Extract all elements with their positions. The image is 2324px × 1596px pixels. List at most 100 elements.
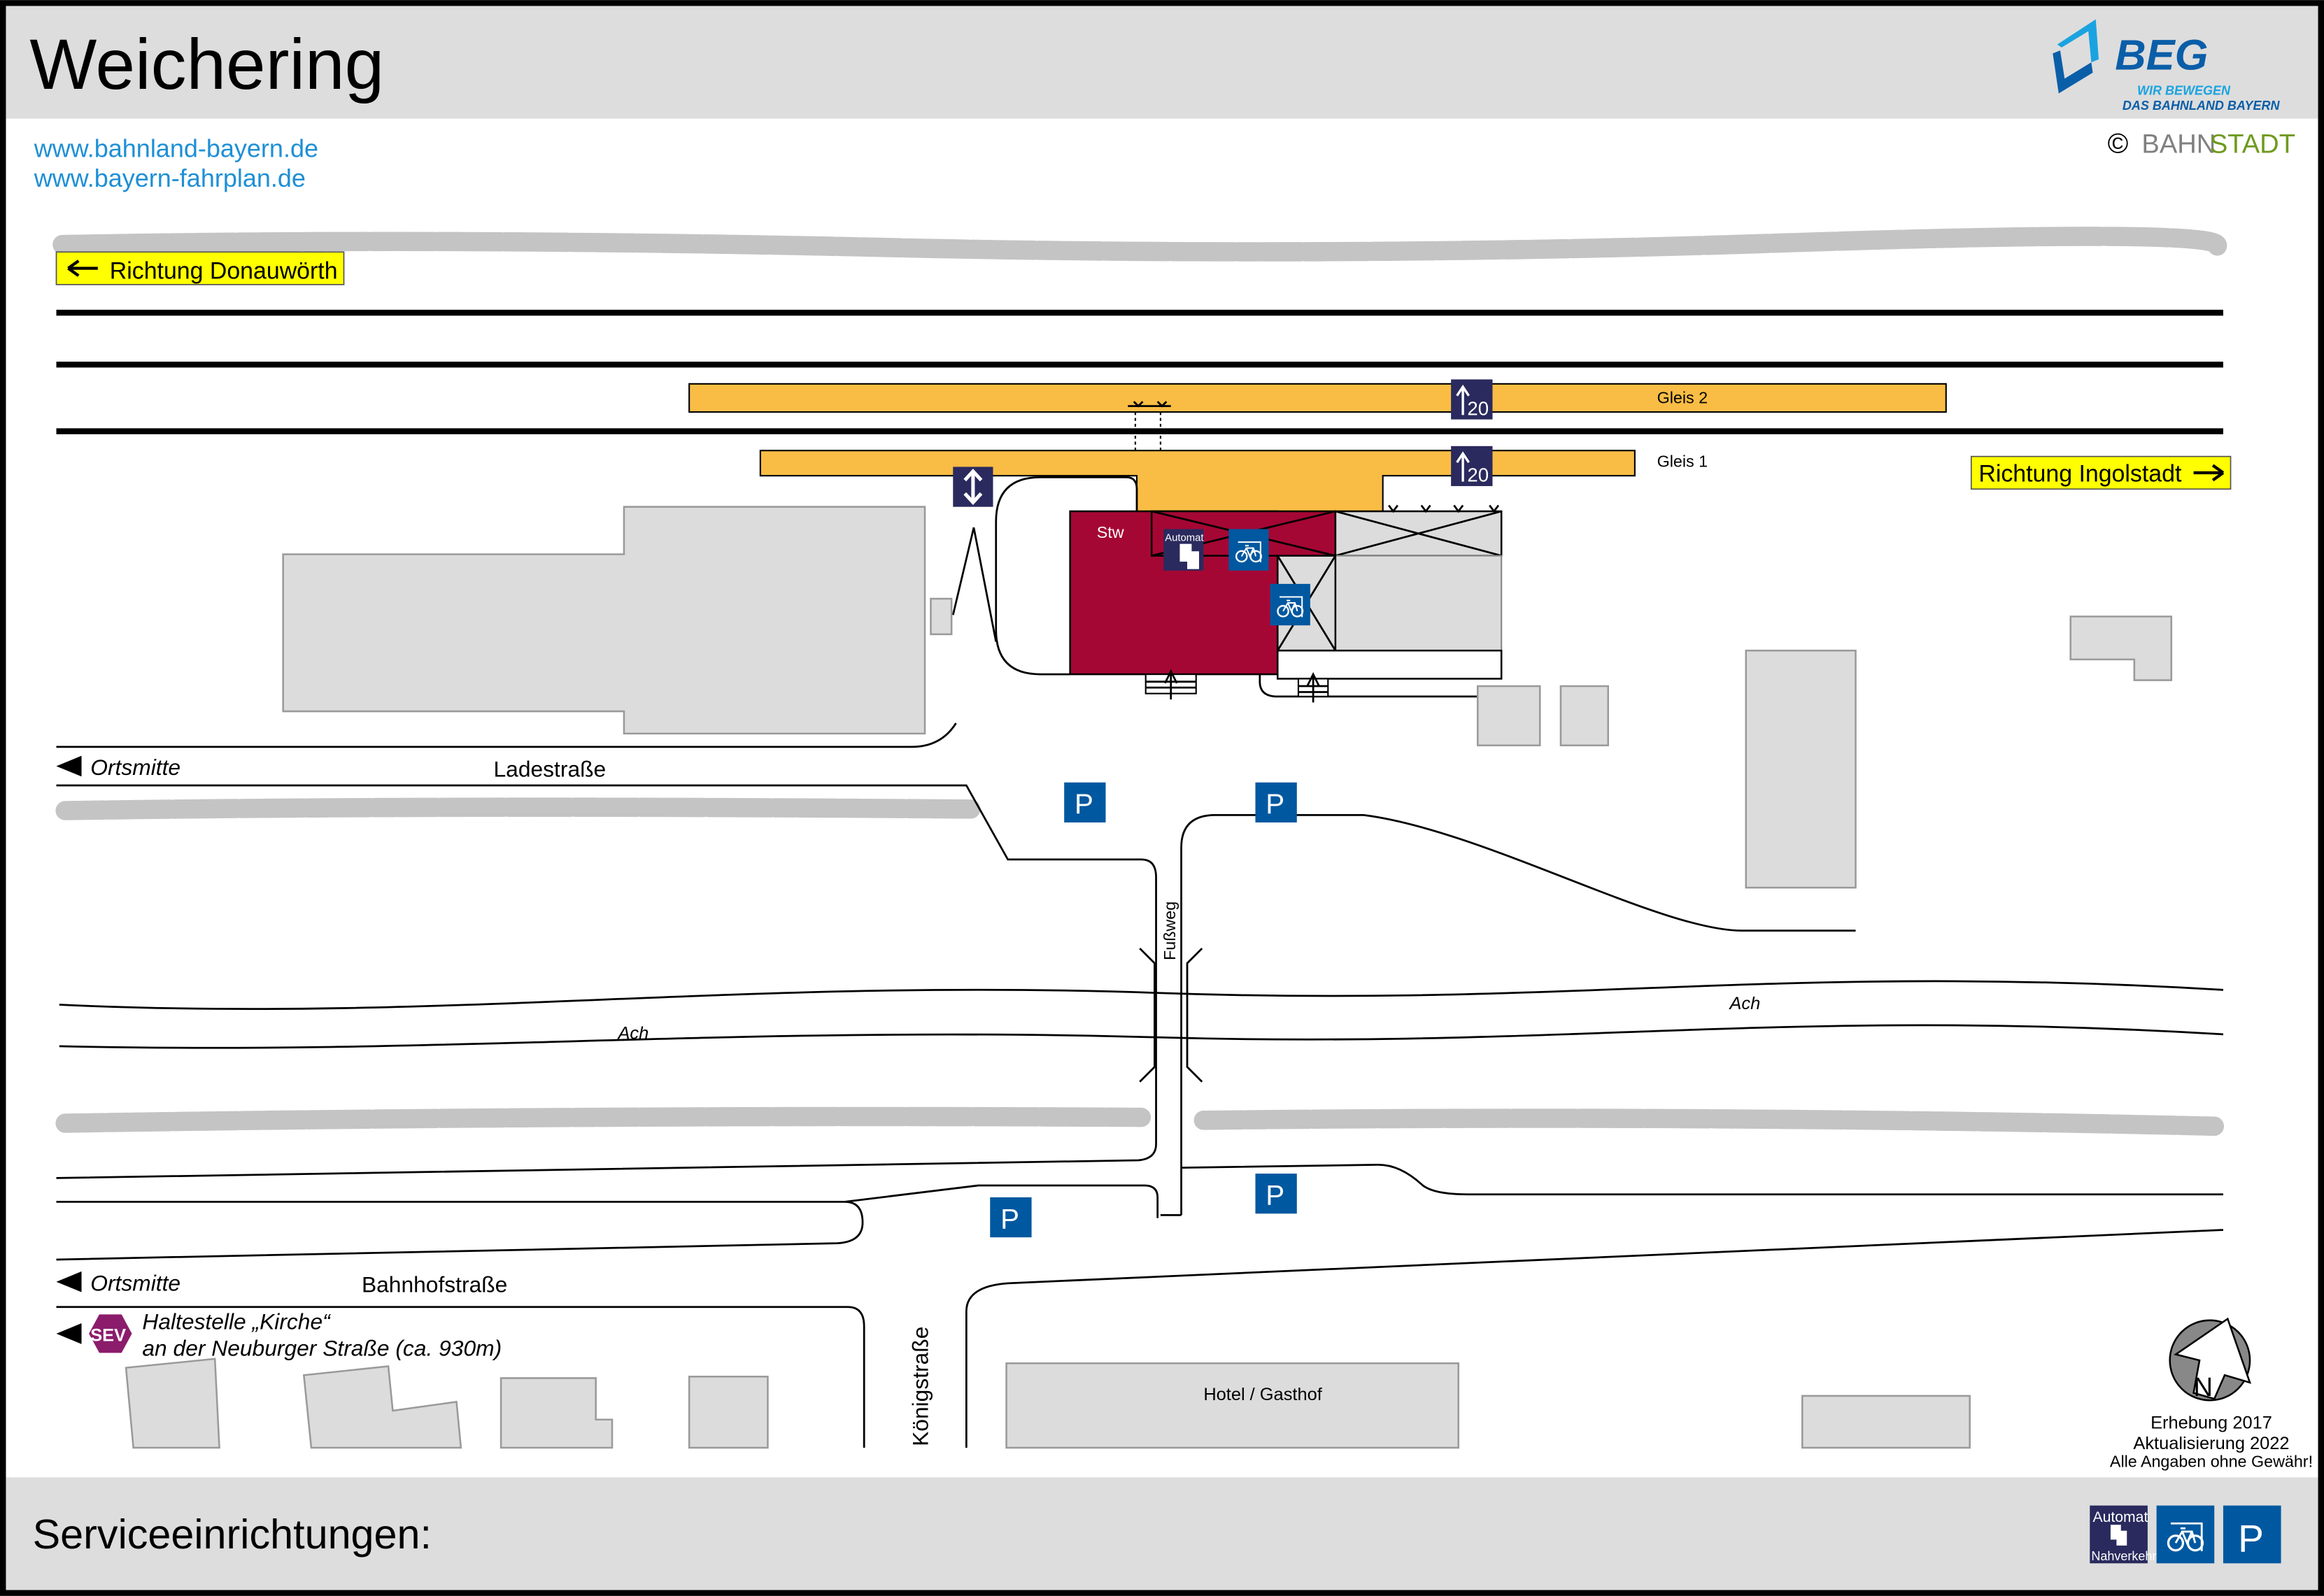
river-label: Ach: [616, 1023, 649, 1043]
update-note: Aktualisierung 2022: [2133, 1434, 2289, 1453]
building: [688, 1376, 769, 1449]
road-edge: [844, 1184, 1159, 1218]
platform-section-sign: 20: [1451, 446, 1493, 487]
legend-bike-parking-icon: [2156, 1505, 2215, 1564]
link-bahnland-bayern[interactable]: www.bahnland-bayern.de: [34, 134, 318, 163]
svg-text:N: N: [2194, 1372, 2213, 1402]
bike-parking-icon: [1228, 529, 1269, 571]
footer-title: Serviceeinrichtungen:: [33, 1511, 432, 1558]
svg-text:Hotel / Gasthof: Hotel / Gasthof: [1203, 1385, 1322, 1404]
direction-donauwoerth: Richtung Donauwörth: [55, 251, 345, 285]
footer-band: [6, 1477, 2318, 1590]
road-edge: [56, 1200, 864, 1261]
bahnstadt-copyright: © BAHN STADT: [2108, 127, 2295, 159]
svg-text:P: P: [1075, 788, 1093, 820]
legend-parking-icon: P: [2223, 1505, 2281, 1564]
svg-text:Nahverkehr: Nahverkehr: [2091, 1549, 2156, 1563]
river-bank: [59, 980, 2224, 1011]
bridge: [1139, 948, 1203, 1083]
svg-text:Richtung Donauwörth: Richtung Donauwörth: [110, 257, 338, 284]
river-label: Ach: [1728, 994, 1760, 1013]
arrow-right-icon: [2193, 464, 2225, 482]
hedge: [55, 797, 981, 820]
ticket-machine-icon: Automat: [1163, 529, 1204, 571]
page-title: Weichering: [29, 24, 384, 104]
svg-text:Richtung Ingolstadt: Richtung Ingolstadt: [1978, 461, 2182, 487]
north-arrow-icon: N: [2169, 1317, 2252, 1402]
sev-stop: SEV Haltestelle „Kirche“ an der Neuburge…: [56, 1309, 502, 1361]
header-band: [6, 6, 2318, 119]
legend-ticket-machine-icon: Automat Nahverkehr: [2090, 1505, 2156, 1564]
parking-icon: P: [1255, 1174, 1297, 1214]
svg-text:P: P: [2238, 1516, 2264, 1560]
stairs-icon: [1145, 669, 1197, 700]
label-ortsmitte: Ortsmitte: [90, 1270, 180, 1295]
footpath: [995, 476, 1138, 676]
svg-text:BAHN: BAHN: [2141, 129, 2216, 159]
arrow-left-icon: [56, 1323, 82, 1344]
road-edge: [56, 784, 1157, 1179]
elevator-icon: [953, 466, 993, 507]
hedge: [52, 227, 2227, 262]
ramp: [951, 527, 998, 642]
svg-text:WIR BEWEGEN: WIR BEWEGEN: [2137, 84, 2231, 98]
hotel-building: Hotel / Gasthof: [1005, 1362, 1459, 1449]
svg-text:DAS BAHNLAND BAYERN: DAS BAHNLAND BAYERN: [2123, 99, 2281, 113]
building: [282, 506, 926, 735]
stairs-icon: [1297, 672, 1329, 703]
building: [125, 1358, 220, 1449]
label-ortsmitte: Ortsmitte: [90, 755, 180, 780]
arrow-up-icon: [1456, 385, 1470, 415]
building: [930, 597, 953, 636]
disclaimer: Alle Angaben ohne Gewähr!: [2110, 1453, 2313, 1471]
crossing-mark: [1128, 401, 1171, 408]
road-edge: [1181, 1163, 2223, 1196]
label-bahnhofstrasse: Bahnhofstraße: [362, 1272, 507, 1297]
label-fussweg: Fußweg: [1161, 902, 1179, 960]
parking-icon: P: [990, 1197, 1032, 1238]
building: [1745, 649, 1857, 889]
svg-text:20: 20: [1467, 464, 1489, 486]
road-edge: [56, 1306, 865, 1448]
building: [1801, 1395, 1971, 1449]
svg-text:P: P: [1266, 788, 1284, 820]
svg-text:BEG: BEG: [2115, 31, 2208, 80]
svg-text:Haltestelle „Kirche“: Haltestelle „Kirche“: [142, 1309, 331, 1334]
svg-text:©: ©: [2108, 127, 2129, 159]
label-koenigstrasse: Königstraße: [907, 1327, 933, 1446]
building-label-stw: Stw: [1097, 523, 1124, 541]
svg-text:SEV: SEV: [90, 1325, 126, 1345]
svg-text:STADT: STADT: [2210, 129, 2295, 159]
platform-section-sign: 20: [1451, 379, 1493, 420]
arrow-left-icon: [56, 755, 82, 777]
link-bayern-fahrplan[interactable]: www.bayern-fahrplan.de: [34, 164, 306, 192]
road-edge: [56, 722, 957, 748]
arrow-left-icon: [56, 1271, 82, 1292]
river-bank: [59, 1024, 2224, 1049]
parking-icon: P: [1064, 782, 1106, 822]
building: [2069, 615, 2173, 681]
level-crossing: [1134, 412, 1161, 451]
svg-text:Automat: Automat: [2092, 1509, 2148, 1525]
svg-text:P: P: [1000, 1203, 1019, 1234]
platform-gleis-1-label: Gleis 1: [1657, 452, 1708, 470]
building: [1559, 685, 1609, 747]
direction-ingolstadt: Richtung Ingolstadt: [1970, 455, 2232, 490]
hedge: [1193, 1109, 2224, 1137]
sev-badge: [89, 1314, 132, 1353]
hedge: [55, 1106, 1152, 1133]
parking-icon: P: [1255, 782, 1297, 822]
platform-gleis-2: [688, 383, 1947, 413]
arrow-left-icon: [67, 259, 98, 277]
label-ladestrasse: Ladestraße: [494, 756, 607, 781]
bike-parking-icon: [1270, 583, 1310, 626]
road-edge: [965, 1229, 2223, 1448]
survey-note: Erhebung 2017: [2151, 1413, 2272, 1432]
footpath: [1259, 674, 1502, 698]
building: [1476, 685, 1541, 747]
arrow-up-icon: [1456, 451, 1470, 482]
svg-text:Automat: Automat: [1165, 532, 1204, 543]
svg-text:P: P: [1266, 1180, 1284, 1211]
building: [499, 1377, 614, 1449]
platform-gleis-2-label: Gleis 2: [1657, 388, 1708, 406]
